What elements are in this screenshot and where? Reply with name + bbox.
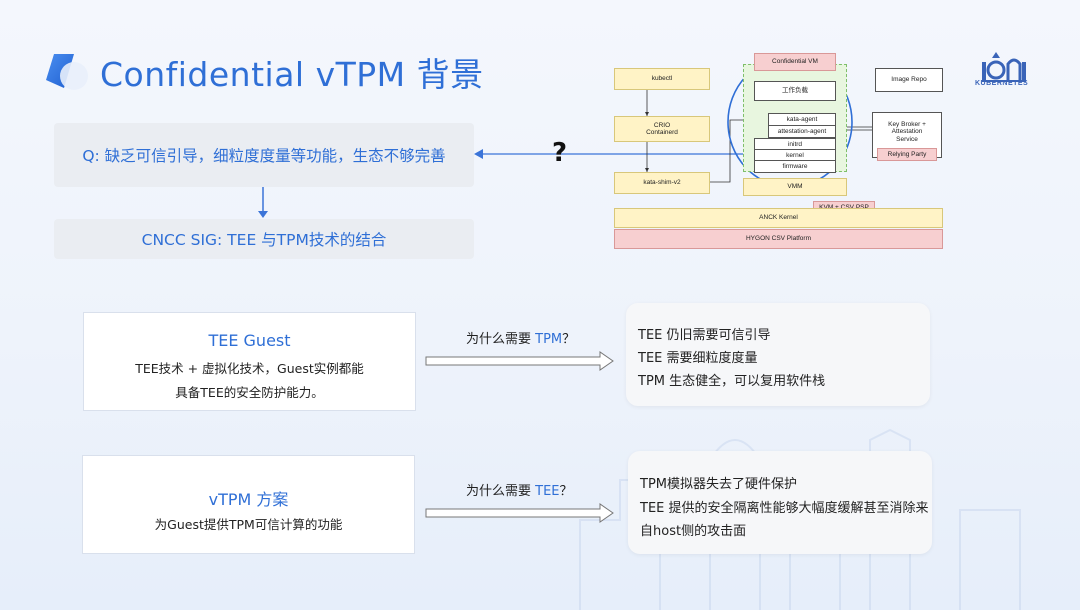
question-text: Q: 缺乏可信引导，细粒度度量等功能，生态不够完善 bbox=[82, 147, 446, 165]
logo-mark-icon bbox=[46, 54, 88, 90]
tpm-reason-2: TEE 需要细粒度度量 bbox=[638, 351, 758, 366]
kvm-psp-label: KVM + CSV PSP bbox=[819, 204, 869, 211]
relying-party-box: Relying Party bbox=[877, 148, 937, 161]
kata-agent-label: kata-agent bbox=[786, 115, 818, 123]
tee-reason-2: TEE 提供的安全隔离性能够大幅度缓解甚至消除来 bbox=[640, 501, 929, 516]
vmm-box: VMM bbox=[743, 178, 847, 196]
hygon-platform-label: HYGON CSV Platform bbox=[745, 235, 811, 243]
why-tee-highlight: TEE bbox=[535, 484, 560, 499]
tpm-reasons-card: TEE 仍旧需要可信引导 TEE 需要细粒度度量 TPM 生态健全，可以复用软件… bbox=[626, 303, 930, 406]
tee-guest-card: TEE Guest TEE技术 + 虚拟化技术，Guest实例都能 具备TEE的… bbox=[83, 312, 416, 411]
right-arrow-1-icon bbox=[425, 351, 614, 371]
initrd-label: initrd bbox=[787, 140, 803, 148]
workload-label: 工作负载 bbox=[782, 87, 808, 95]
confidential-vm-box: Confidential VM bbox=[754, 53, 836, 71]
key-broker-label: Key Broker + Attestation Service bbox=[888, 121, 926, 143]
tee-reason-3: 自host侧的攻击面 bbox=[640, 524, 747, 539]
kubectl-label: kubectl bbox=[651, 75, 673, 83]
kata-shim-box: kata-shim-v2 bbox=[614, 172, 710, 194]
tee-guest-title: TEE Guest bbox=[208, 331, 291, 350]
down-arrow-icon bbox=[258, 187, 268, 218]
tee-guest-line-1: TEE技术 + 虚拟化技术，Guest实例都能 bbox=[135, 361, 364, 376]
firmware-label: firmware bbox=[782, 162, 808, 170]
right-arrow-2-icon bbox=[425, 503, 614, 523]
why-tee-prefix: 为什么需要 bbox=[466, 484, 532, 499]
why-tpm-prefix: 为什么需要 bbox=[466, 332, 532, 347]
cncc-text: CNCC SIG: TEE 与TPM技术的结合 bbox=[141, 231, 387, 249]
hygon-platform-box: HYGON CSV Platform bbox=[614, 229, 943, 249]
tee-reason-1: TPM模拟器失去了硬件保护 bbox=[640, 477, 797, 492]
question-mark: ? bbox=[552, 138, 568, 168]
vtpm-title: vTPM 方案 bbox=[208, 490, 289, 509]
vtpm-card: vTPM 方案 为Guest提供TPM可信计算的功能 bbox=[82, 455, 415, 554]
why-tee-suffix: ？ bbox=[559, 484, 573, 499]
workload-box: 工作负载 bbox=[754, 81, 836, 101]
kernel-label: kernel bbox=[786, 151, 804, 159]
tpm-reason-1: TEE 仍旧需要可信引导 bbox=[638, 328, 771, 343]
page-title: Confidential vTPM 背景 bbox=[100, 55, 484, 94]
why-tpm-highlight: TPM bbox=[535, 332, 563, 347]
crio-label: CRIO Containerd bbox=[646, 121, 678, 136]
why-tee-label: 为什么需要 TEE？ bbox=[466, 480, 573, 499]
image-repo-label: Image Repo bbox=[891, 76, 927, 84]
left-arrow-icon bbox=[474, 149, 744, 159]
image-repo-box: Image Repo bbox=[875, 68, 943, 92]
cncc-box bbox=[54, 219, 474, 259]
crio-box: CRIO Containerd bbox=[614, 116, 710, 142]
architecture-diagram: kubectl CRIO Containerd kata-shim-v2 Con… bbox=[600, 50, 950, 255]
vmm-label: VMM bbox=[787, 183, 803, 191]
tee-guest-line-2: 具备TEE的安全防护能力。 bbox=[175, 385, 324, 400]
confidential-vm-label: Confidential VM bbox=[772, 58, 818, 66]
vtpm-line-1: 为Guest提供TPM可信计算的功能 bbox=[154, 517, 343, 532]
kubectl-box: kubectl bbox=[614, 68, 710, 90]
anck-kernel-box: ANCK Kernel bbox=[614, 208, 943, 228]
anck-kernel-label: ANCK Kernel bbox=[759, 214, 798, 222]
relying-party-label: Relying Party bbox=[887, 150, 927, 158]
question-box bbox=[54, 123, 474, 187]
why-tpm-label: 为什么需要 TPM？ bbox=[466, 328, 575, 347]
tee-reasons-card: TPM模拟器失去了硬件保护 TEE 提供的安全隔离性能够大幅度缓解甚至消除来 自… bbox=[628, 451, 932, 554]
why-tpm-suffix: ？ bbox=[562, 332, 576, 347]
kubernetes-logo-icon bbox=[982, 52, 1026, 82]
firmware-box: firmware bbox=[754, 160, 836, 173]
tpm-reason-3: TPM 生态健全，可以复用软件栈 bbox=[638, 374, 826, 389]
kata-shim-label: kata-shim-v2 bbox=[643, 179, 681, 187]
attestation-agent-box: attestation-agent bbox=[768, 125, 836, 138]
kubernetes-label: KUBERNETES bbox=[975, 80, 1029, 87]
attestation-agent-label: attestation-agent bbox=[777, 127, 827, 135]
